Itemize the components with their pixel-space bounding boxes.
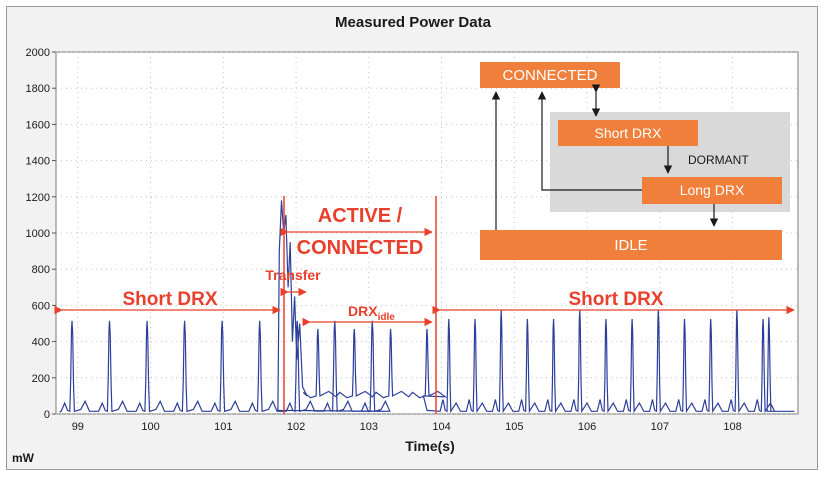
active-label-line2: CONNECTED (297, 237, 424, 259)
state-diagram: CONNECTED Short DRX DORMANT Long DRX IDL… (480, 62, 790, 260)
transfer-label: Transfer (265, 267, 321, 283)
short-drx-box-label: Short DRX (595, 125, 663, 141)
x-tick-label-2: 101 (214, 421, 232, 433)
y-tick-label-1: 200 (32, 373, 50, 385)
y-tick-label-3: 600 (32, 300, 50, 312)
x-tick-label-1: 100 (141, 421, 159, 433)
x-tick-label-9: 108 (723, 421, 741, 433)
x-tick-label-5: 104 (432, 421, 450, 433)
y-tick-label-4: 800 (32, 264, 50, 276)
x-tick-label-6: 105 (505, 421, 523, 433)
y-tick-label-9: 1800 (26, 83, 50, 95)
x-axis-label: Time(s) (405, 438, 455, 454)
x-tick-label-0: 99 (72, 421, 84, 433)
y-unit-label: mW (12, 451, 34, 465)
y-tick-label-0: 0 (44, 409, 50, 421)
idle-box (480, 230, 782, 260)
dormant-label: DORMANT (688, 153, 749, 167)
power-series-line (59, 200, 795, 414)
short-drx-left-label: Short DRX (123, 289, 218, 310)
drx-label: DRXidle (348, 303, 395, 323)
idle-box-label: IDLE (614, 237, 647, 254)
drx-label-sub: idle (378, 312, 396, 323)
connected-box (480, 62, 620, 88)
x-tick-label-8: 107 (651, 421, 669, 433)
connected-box-label: CONNECTED (502, 67, 597, 84)
long-drx-box (642, 177, 782, 204)
x-tick-labels: 99 100 101 102 103 104 105 106 107 108 (72, 421, 742, 433)
x-tick-label-7: 106 (578, 421, 596, 433)
y-tick-label-7: 1400 (26, 156, 50, 168)
longdrx-connected-arrow (537, 91, 642, 191)
y-tick-label-5: 1000 (26, 228, 50, 240)
y-tick-label-2: 400 (32, 337, 50, 349)
y-tick-label-6: 1200 (26, 192, 50, 204)
x-tick-label-3: 102 (287, 421, 305, 433)
y-tick-labels: 0 200 400 600 800 1000 1200 1400 1600 1800 2000 (26, 47, 56, 421)
short-drx-right-label: Short DRX (569, 289, 664, 310)
chart-title: Measured Power Data (335, 14, 491, 31)
y-tick-label-10: 2000 (26, 47, 50, 59)
short-drx-box (558, 120, 698, 146)
long-drx-box-label: Long DRX (680, 182, 745, 198)
active-label-line1: ACTIVE / (318, 205, 403, 227)
drx-label-main: DRX (348, 303, 378, 319)
y-tick-label-8: 1600 (26, 119, 50, 131)
x-tick-label-4: 103 (360, 421, 378, 433)
